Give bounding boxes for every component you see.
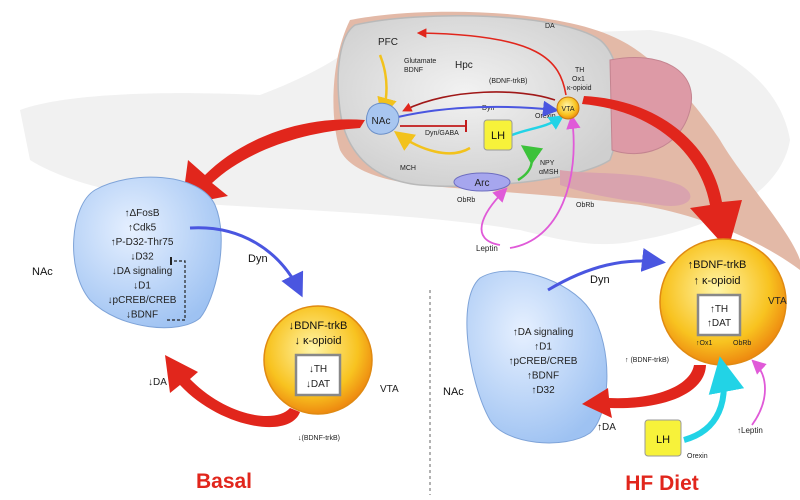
leptin-label: Leptin [476,244,498,253]
nac-item: ↑Cdk5 [128,223,157,234]
basal-d32-feedback [167,260,186,321]
hf-vta-label: VTA [768,296,787,307]
bdnf-label: BDNF [404,67,423,74]
hf-dyn-label: Dyn [590,274,610,286]
nac-item: ↑D1 [534,342,552,353]
ox1-brain-label: Ox1 [572,76,585,83]
hf-da-label: ↑DA [597,422,616,433]
da-arrow [416,28,567,96]
hf-da-arrow [582,365,706,418]
basal-da-label: ↓DA [148,377,167,388]
npy-label: NPY [540,160,555,167]
hf-dat: ↑DAT [707,318,731,329]
dyn-gaba-label: Dyn/GABA [425,130,459,137]
basal-dyn-label: Dyn [248,253,268,265]
hf-obrb: ObRb [733,340,751,347]
leptin-arc-arrow [480,187,508,246]
basal-nac-label: NAc [32,266,53,278]
nac-item: ↓D1 [133,281,151,292]
basal-title: Basal [196,470,252,493]
basal-dat: ↓DAT [306,379,330,390]
basal-th-dat-box [294,353,342,397]
leptin-vta-arrow [509,114,581,249]
hf-leptin-label: ↑Leptin [737,426,763,435]
basal-vta-label: VTA [380,384,399,395]
amsh-label: αMSH [539,169,559,176]
nac-brain-label: NAc [372,116,391,127]
basal-da-arrow [165,355,300,428]
orexin-brain-label: Orexin [535,113,556,120]
dyn-brain-arrow [397,100,559,118]
hf-nac-items: ↑DA signaling ↑D1 ↑pCREB/CREB ↑BDNF ↑D32 [509,327,578,396]
lh-brain-label: LH [491,130,505,142]
nac-item: ↑D32 [531,385,555,396]
hf-th-dat-box [696,293,742,337]
hf-vta-line1: ↑BDNF-trkB [688,259,747,271]
nac-brain-node [365,102,400,135]
vta-brain-node [556,96,580,120]
nac-item: ↑BDNF [527,371,559,382]
lh-brain-node [483,119,513,151]
mch-arrow [393,131,471,155]
arc-brain-label: Arc [475,178,490,189]
nac-item: ↓BDNF [126,310,158,321]
vta-brain-label: VTA [561,106,574,113]
nac-item: ↑P-D32-Thr75 [111,237,174,248]
obrb-arc-label: ObRb [457,197,475,204]
bdnf-trkb-brain-label: (BDNF-trkB) [489,78,528,85]
arc-brain-node [453,172,511,192]
hf-vta-line2: ↑ κ-opioid [693,275,740,287]
nac-item: ↑DA signaling [513,327,574,338]
obrb-right-label: ObRb [576,202,594,209]
nac-item: ↓DA signaling [112,266,173,277]
right-big-arrow [582,96,742,250]
hf-title: HF Diet [625,472,699,495]
glutamate-label: Glutamate [404,58,436,65]
hpc-label: Hpc [455,60,473,71]
hf-ox1: ↑Ox1 [696,340,712,347]
hf-orexin-arrow [683,356,745,443]
nac-item: ↑pCREB/CREB [509,356,578,367]
hf-nac-blob [466,270,608,444]
hf-dyn-arrow [547,248,666,292]
hf-orexin-label: Orexin [687,453,708,460]
npy-arrow [517,145,544,182]
nac-item: ↓pCREB/CREB [108,295,177,306]
basal-vta-line1: ↓BDNF-trkB [289,320,348,332]
hf-lh-box [644,419,682,457]
hf-nac-label: NAc [443,386,464,398]
orexin-brain-arrow [511,115,565,137]
dyn-brain-label: Dyn [482,105,495,112]
basal-bdnf-trkb: ↓(BDNF-trkB) [298,435,340,442]
basal-vta-line2: ↓ κ-opioid [294,335,341,347]
pfc-label: PFC [378,37,398,48]
basal-th: ↓TH [309,364,327,375]
brainstem [560,170,691,206]
nac-item: ↓D32 [130,252,154,263]
basal-nac-items: ↑ΔFosB ↑Cdk5 ↑P-D32-Thr75 ↓D32 ↓DA signaling… [108,208,177,321]
nac-item: ↑ΔFosB [124,208,159,219]
hf-lh-label: LH [656,434,670,446]
basal-nac-blob [73,176,222,329]
basal-dyn-arrow [189,226,304,298]
hf-bdnf-trkb: ↑ (BDNF-trkB) [625,357,669,364]
mch-label: MCH [400,165,416,172]
hf-leptin-arrow [751,359,767,426]
hf-th: ↑TH [710,304,728,315]
bdnf-trkb-brain-arrow [402,91,556,112]
da-brain-label: DA [545,23,555,30]
kappa-brain-label: κ-opioid [567,85,592,92]
th-brain-label: TH [575,67,584,74]
